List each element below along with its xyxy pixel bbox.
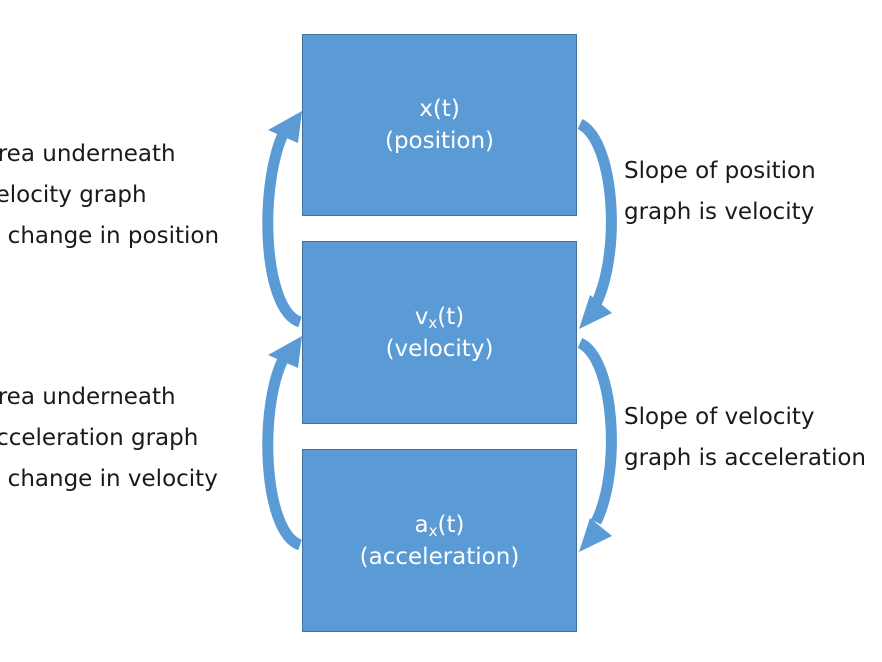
label-line: Slope of velocity [624,404,815,430]
acceleration-symbol: ax(t) [414,511,465,540]
label-line: Area underneath [0,141,176,167]
label-slope-of-velocity: Slope of velocity graph is acceleration [624,397,866,479]
label-line: is change in velocity [0,466,218,492]
label-line: Slope of position [624,158,816,184]
position-caption: (position) [384,128,495,154]
velocity-caption: (velocity) [385,335,494,362]
label-line: acceleration graph [0,425,199,451]
arrow-position-to-velocity [576,119,617,329]
velocity-symbol: vx(t) [414,303,465,332]
label-line: Area underneath [0,384,176,410]
label-line: graph is velocity [624,199,815,225]
label-line: is change in position [0,223,220,249]
acceleration-caption: (acceleration) [359,543,520,570]
arrow-acceleration-to-velocity [262,336,303,551]
label-line: graph is acceleration [624,445,867,471]
label-slope-of-position: Slope of position graph is velocity [624,151,816,233]
label-line: velocity graph [0,182,147,208]
arrow-velocity-to-acceleration [577,337,617,552]
acceleration-box: ax(t) (acceleration) [302,449,577,632]
label-area-under-velocity: Area underneath velocity graph is change… [0,134,219,257]
label-area-under-acceleration: Area underneath acceleration graph is ch… [0,377,218,500]
position-symbol: x(t) [419,96,460,122]
arrow-velocity-to-position [262,111,303,328]
position-box: x(t) (position) [302,34,577,216]
velocity-box: vx(t) (velocity) [302,241,577,424]
